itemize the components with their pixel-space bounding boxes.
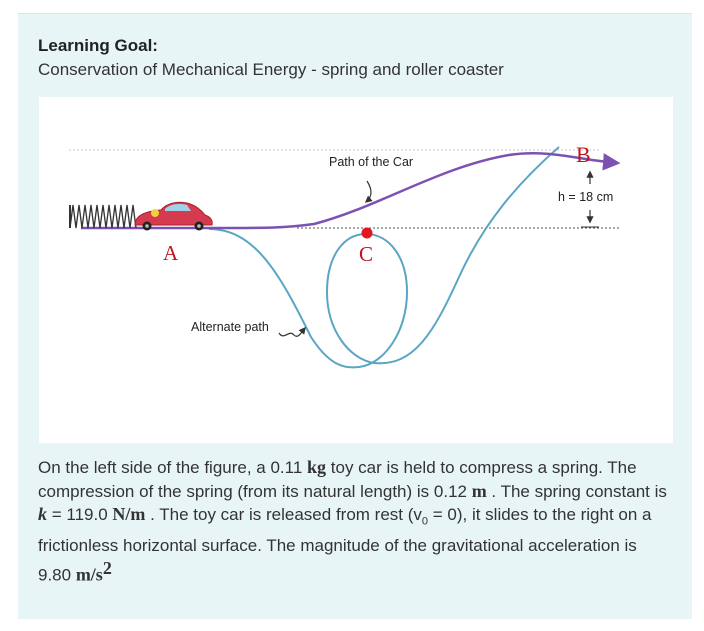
learning-goal-card: Learning Goal: Conservation of Mechanica… [18, 13, 692, 619]
alternate-path-label: Alternate path [191, 320, 269, 334]
superscript-two: 2 [102, 558, 112, 579]
problem-text-6: = 0), it slides to the right on a fricti… [38, 505, 652, 586]
problem-text-4: = 119.0 [47, 505, 113, 524]
goal-heading: Learning Goal: [38, 36, 158, 55]
path-of-car-label: Path of the Car [329, 155, 413, 169]
goal-subtitle: Conservation of Mechanical Energy - spri… [38, 60, 504, 79]
unit-m: m [471, 480, 487, 501]
figure-svg: A C B Path of the Car Alternate path h =… [69, 142, 621, 369]
alternate-path-track [208, 146, 560, 369]
point-b-label: B [576, 142, 591, 167]
unit-m-per-s2: m/s [75, 565, 103, 586]
point-a-label: A [163, 241, 179, 265]
problem-statement: On the left side of the figure, a 0.11 k… [38, 456, 674, 588]
alternate-label-arrow [278, 326, 306, 337]
point-c-label: C [359, 242, 373, 266]
roller-coaster-figure: A C B Path of the Car Alternate path h =… [39, 97, 673, 443]
path-label-arrow [364, 180, 373, 203]
main-path-track [81, 152, 621, 230]
subscript-zero: 0 [421, 515, 429, 528]
problem-text-5: . The toy car is released from rest (v [145, 505, 422, 524]
height-label: h = 18 cm [558, 190, 613, 204]
problem-text-3: . The spring constant is [486, 481, 667, 501]
point-c-marker [361, 227, 373, 239]
problem-text-2: toy car is held to compress a spring. Th… [38, 458, 637, 501]
toy-car-icon [134, 201, 213, 231]
spring-icon [69, 204, 137, 229]
unit-kg: kg [307, 457, 327, 477]
unit-n-per-m: N/m [112, 504, 146, 524]
problem-text-1: On the left side of the figure, a 0.11 [38, 458, 308, 477]
spring-constant-symbol: k [38, 504, 47, 524]
